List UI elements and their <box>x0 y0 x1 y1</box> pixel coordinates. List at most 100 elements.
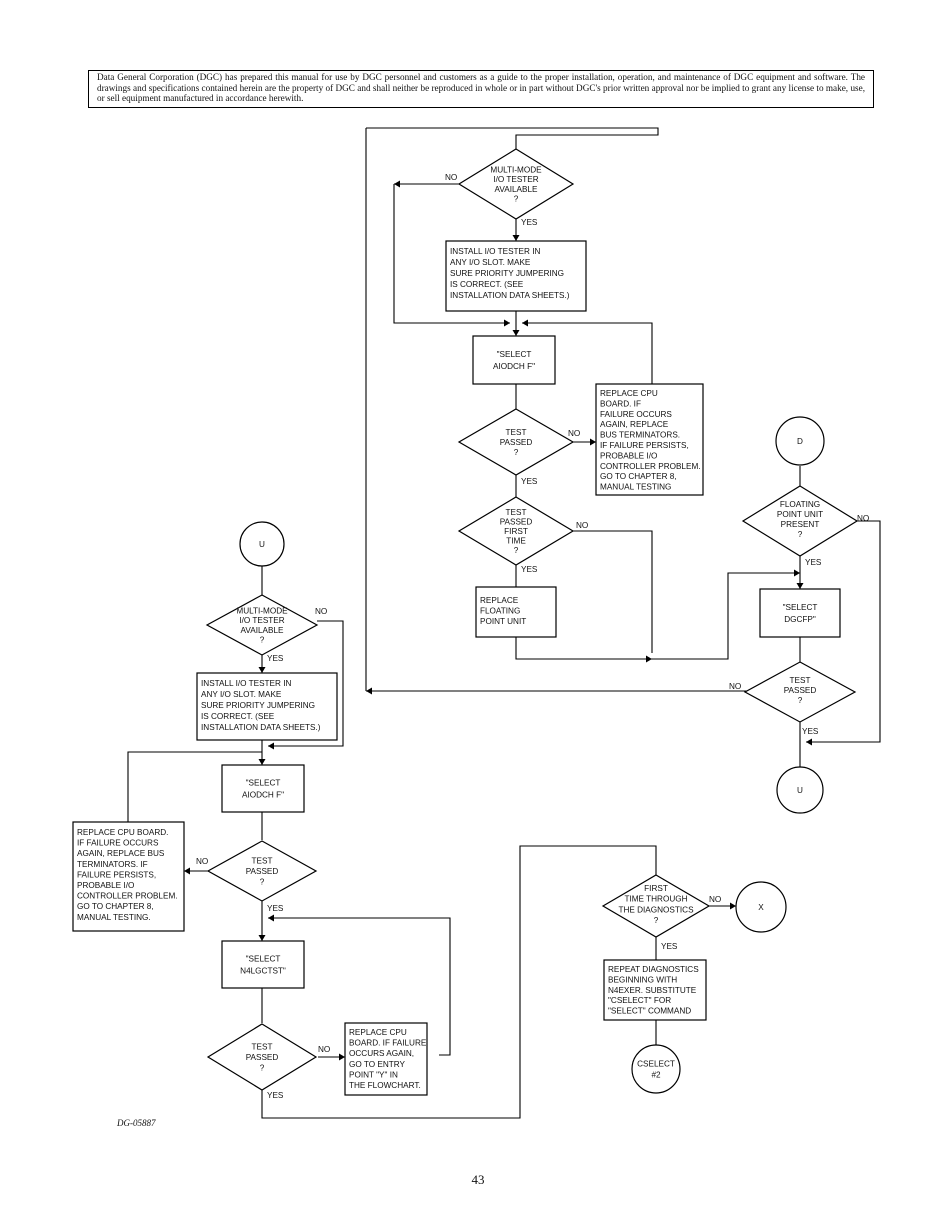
connector-circle <box>735 881 787 933</box>
flow-top-return <box>522 322 653 384</box>
replace-cpu-entry-y-line: OCCURS AGAIN, <box>349 1049 414 1058</box>
left-install-tester-line: INSTALLATION DATA SHEETS.) <box>201 723 321 732</box>
yes-label: YES <box>805 558 822 567</box>
arrowhead <box>268 914 274 922</box>
connector-x-label: X <box>758 903 764 912</box>
top-tester-decision-line: MULTI-MODE <box>490 165 542 174</box>
top-replace-cpu-line: AGAIN, REPLACE <box>600 420 669 429</box>
replace-cpu-entry-y-line: REPLACE CPU <box>349 1028 407 1037</box>
yes-label: YES <box>267 654 284 663</box>
decision-diamond <box>206 1023 318 1091</box>
decision-diamond <box>741 485 859 557</box>
arrowhead <box>394 180 400 188</box>
left-replace-cpu-line: AGAIN, REPLACE BUS <box>77 849 165 858</box>
arrowhead <box>504 319 510 327</box>
replace-cpu-entry-y-line: GO TO ENTRY <box>349 1060 405 1069</box>
decision-diamond <box>205 594 319 656</box>
process-box-frame <box>475 586 557 638</box>
no-label: NO <box>196 857 208 866</box>
flow-top-h <box>652 572 800 660</box>
top-test-passed-line: ? <box>514 448 519 457</box>
top-test-passed-line: TEST <box>506 428 527 437</box>
process-box-frame <box>196 672 338 741</box>
top-replace-cpu-line: IF FAILURE PERSISTS, <box>600 441 689 450</box>
figure-code: DG-05887 <box>116 1118 156 1128</box>
connector-circle <box>775 416 825 466</box>
top-replace-cpu-line: MANUAL TESTING <box>600 483 671 492</box>
yes-label: YES <box>521 477 538 486</box>
connector-d-label: D <box>797 437 803 446</box>
replace-cpu-entry-y-line: BOARD. IF FAILURE <box>349 1039 427 1048</box>
arrowhead <box>796 583 804 589</box>
left-replace-cpu-line: MANUAL TESTING. <box>77 913 151 922</box>
process-box-frame <box>472 335 556 385</box>
no-label: NO <box>445 173 457 182</box>
arrowhead <box>512 330 520 336</box>
top-replace-cpu-line: GO TO CHAPTER 8, <box>600 472 677 481</box>
left-tester-decision-line: I/O TESTER <box>239 616 284 625</box>
top-test-passed-first-line: TIME <box>506 537 526 546</box>
left-tester-decision-line: ? <box>260 636 265 645</box>
arrowhead <box>522 319 528 327</box>
left-install-tester-line: IS CORRECT. (SEE <box>201 712 275 721</box>
connector-d-circle: D <box>775 416 825 466</box>
yes-label: YES <box>267 1091 284 1100</box>
replace-fpu-line: REPLACE <box>480 596 519 605</box>
decision-diamond <box>457 496 575 566</box>
n4-test-passed-line: TEST <box>252 1043 273 1052</box>
top-test-passed-line: PASSED <box>500 438 533 447</box>
flow-left-return <box>127 751 262 822</box>
left-replace-cpu-line: FAILURE PERSISTS, <box>77 870 156 879</box>
flow-fpu-no <box>806 520 881 743</box>
flow-top-g <box>515 637 652 660</box>
top-replace-cpu-line: BOARD. IF <box>600 399 641 408</box>
process-box-frame <box>445 240 587 312</box>
no-label: NO <box>576 521 588 530</box>
left-install-tester-line: INSTALL I/O TESTER IN <box>201 679 291 688</box>
decision-diamond <box>206 840 318 902</box>
left-tester-decision-line: MULTI-MODE <box>236 606 288 615</box>
top-test-passed-first-line: PASSED <box>500 517 533 526</box>
select-dgcfp-line: DGCFP" <box>784 615 816 624</box>
no-label: NO <box>315 607 327 616</box>
top-select-aiodch-line: AIODCH F" <box>493 362 535 371</box>
top-install-tester-line: INSTALLATION DATA SHEETS.) <box>450 291 570 300</box>
fpu-present-line: ? <box>798 530 803 539</box>
no-label: NO <box>857 514 869 523</box>
decision-diamond <box>601 874 711 938</box>
connector-x-circle: X <box>735 881 787 933</box>
flow-top-entry <box>366 127 659 151</box>
connector-circle <box>239 521 285 567</box>
decision-diamond <box>743 661 857 723</box>
arrowhead <box>258 667 266 673</box>
left-select-aiodch-line: "SELECT <box>246 779 281 788</box>
top-replace-cpu-line: FAILURE OCCURS <box>600 410 672 419</box>
fpu-test-passed-line: ? <box>798 696 803 705</box>
yes-label: YES <box>267 904 284 913</box>
no-label: NO <box>568 429 580 438</box>
flow-top-no-down <box>393 184 510 324</box>
top-tester-decision-line: ? <box>514 195 519 204</box>
repeat-diagnostics-line: REPEAT DIAGNOSTICS <box>608 965 699 974</box>
decision-diamond <box>457 148 575 220</box>
left-install-tester-line: ANY I/O SLOT. MAKE <box>201 690 282 699</box>
top-tester-decision-line: I/O TESTER <box>493 175 538 184</box>
connector-cselect-line: #2 <box>651 1070 661 1079</box>
yes-label: YES <box>802 727 819 736</box>
fpu-present-line: PRESENT <box>781 520 820 529</box>
left-replace-cpu-line: GO TO CHAPTER 8, <box>77 902 154 911</box>
left-test-passed-line: PASSED <box>246 867 279 876</box>
